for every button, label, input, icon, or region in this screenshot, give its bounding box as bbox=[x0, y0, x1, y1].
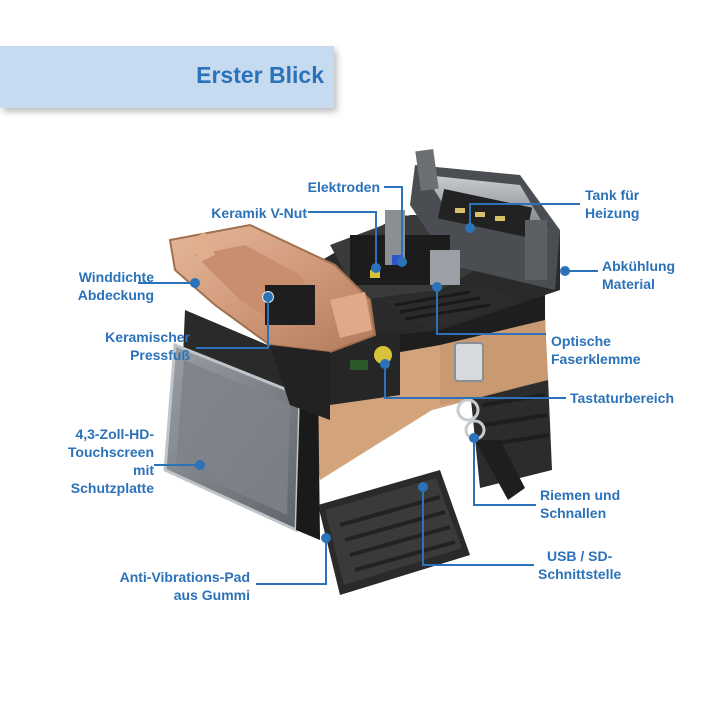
label-abkuehlung: Abkühlung Material bbox=[602, 257, 675, 293]
label-riemen: Riemen und Schnallen bbox=[540, 486, 620, 522]
title-banner: Erster Blick bbox=[0, 46, 334, 108]
label-pad: Anti-Vibrations-Pad aus Gummi bbox=[120, 568, 250, 604]
label-abkuehlung-line1: Abkühlung bbox=[602, 258, 676, 274]
label-usb-line2: Schnittstelle bbox=[538, 566, 622, 582]
label-usb: USB / SD- Schnittstelle bbox=[538, 547, 621, 583]
label-pressfuss: Keramischer Pressfuß bbox=[105, 328, 190, 364]
windproof-cover bbox=[168, 223, 377, 354]
label-tank-line2: Heizung bbox=[585, 205, 640, 221]
label-tastatur: Tastaturbereich bbox=[570, 389, 674, 407]
label-tastatur-text: Tastaturbereich bbox=[570, 390, 674, 406]
label-usb-line1: USB / SD- bbox=[546, 548, 613, 564]
label-keramik-v-nut-text: Keramik V-Nut bbox=[211, 205, 307, 221]
label-faserklemme-line2: Faserklemme bbox=[551, 351, 641, 367]
label-elektroden: Elektroden bbox=[308, 178, 380, 196]
label-touchscreen: 4,3-Zoll-HD- Touchscreen mit Schutzplatt… bbox=[68, 425, 154, 497]
label-faserklemme: Optische Faserklemme bbox=[551, 332, 641, 368]
anti-vibration-pad bbox=[318, 470, 470, 595]
label-winddichte-line1: Winddichte bbox=[78, 269, 154, 285]
label-riemen-line2: Schnallen bbox=[540, 505, 607, 521]
page-title: Erster Blick bbox=[196, 62, 324, 88]
label-touchscreen-line4: Schutzplatte bbox=[70, 480, 154, 496]
label-pressfuss-line1: Keramischer bbox=[105, 329, 190, 345]
label-tank: Tank für Heizung bbox=[585, 186, 639, 222]
label-faserklemme-line1: Optische bbox=[551, 333, 611, 349]
label-abkuehlung-line2: Material bbox=[602, 276, 655, 292]
label-riemen-line1: Riemen und bbox=[540, 487, 621, 503]
label-elektroden-text: Elektroden bbox=[307, 179, 380, 195]
label-pad-line2: aus Gummi bbox=[173, 587, 250, 603]
label-winddichte-line2: Abdeckung bbox=[77, 287, 154, 303]
label-winddichte: Winddichte Abdeckung bbox=[78, 268, 154, 304]
label-touchscreen-line2: Touchscreen bbox=[67, 444, 154, 460]
label-tank-line1: Tank für bbox=[585, 187, 640, 203]
label-pressfuss-line2: Pressfuß bbox=[130, 347, 190, 363]
label-keramik-v-nut: Keramik V-Nut bbox=[211, 204, 307, 222]
label-touchscreen-line1: 4,3-Zoll-HD- bbox=[75, 426, 154, 442]
label-touchscreen-line3: mit bbox=[133, 462, 154, 478]
label-pad-line1: Anti-Vibrations-Pad bbox=[119, 569, 250, 585]
